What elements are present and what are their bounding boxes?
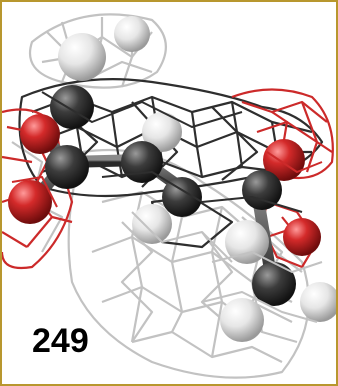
oxygen-atom [20,114,60,154]
carbon-atom [121,141,163,183]
surface-mesh-front [11,91,323,323]
panel-label: 249 [32,322,89,360]
hydrogen-atom [132,204,172,244]
hydrogen-atom [300,282,336,322]
carbon-atom [162,177,202,217]
molecule-render [2,13,336,379]
hydrogen-atom [142,112,182,152]
hydrogen-atom [220,298,264,342]
hydrogen-atom [114,16,150,52]
carbon-atom [242,170,282,210]
carbon-atom [50,85,94,129]
carbon-atom [45,145,89,189]
hydrogen-atom [58,33,106,81]
molecule-atoms [8,16,336,342]
oxygen-atom [8,180,52,224]
oxygen-atom [283,218,321,256]
carbon-atom [252,262,296,306]
hydrogen-atom [225,220,269,264]
